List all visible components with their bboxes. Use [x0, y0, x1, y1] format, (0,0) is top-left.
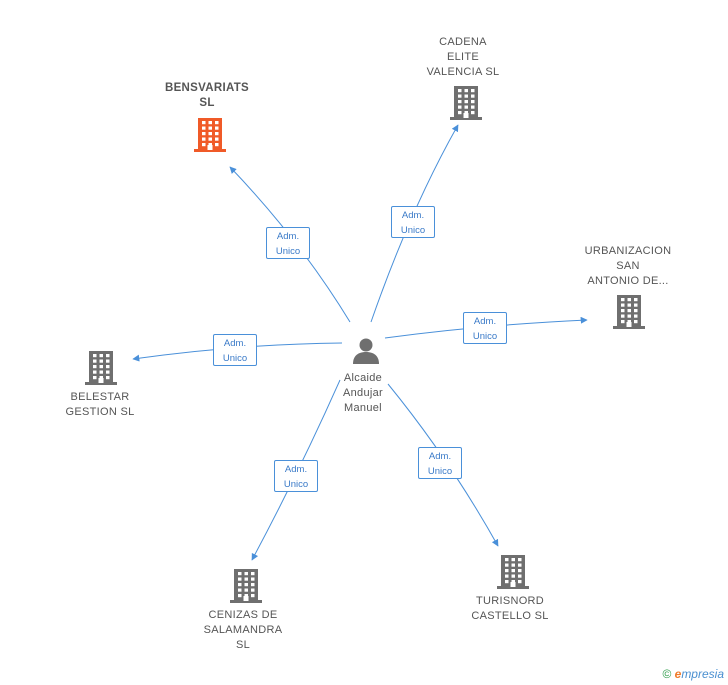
company-label-urbanizacion[interactable]: URBANIZACION SAN ANTONIO DE... [572, 244, 684, 289]
edge-role-label[interactable]: Adm. Unico [463, 312, 507, 344]
edge-role-label[interactable]: Adm. Unico [418, 447, 462, 479]
edge-role-label[interactable]: Adm. Unico [391, 206, 435, 238]
brand-watermark[interactable]: © empresia [662, 667, 724, 681]
company-name-line: BELESTAR [70, 391, 130, 403]
person-icon[interactable] [353, 338, 379, 365]
edge-role-line: Unico [222, 353, 248, 364]
center-name-line: Manuel [344, 402, 382, 414]
edge-role-line: Unico [472, 331, 498, 342]
building-icon[interactable] [194, 118, 226, 157]
company-label-belestar[interactable]: BELESTAR GESTION SL [52, 390, 148, 420]
company-label-bensvariats[interactable]: BENSVARIATS SL [150, 81, 264, 111]
edge-role-line: Adm. [401, 210, 425, 221]
company-name-line: TURISNORD [475, 595, 545, 607]
center-person-label[interactable]: Alcaide Andujar Manuel [330, 371, 396, 416]
building-icon[interactable] [230, 569, 262, 608]
company-label-turisnord[interactable]: TURISNORD CASTELLO SL [458, 594, 562, 624]
company-name-line: SL [199, 97, 215, 109]
company-name-line: URBANIZACION [584, 245, 672, 257]
center-name-line: Andujar [342, 387, 383, 399]
company-name-line: VALENCIA SL [426, 66, 500, 78]
company-label-cadena[interactable]: CADENA ELITE VALENCIA SL [412, 35, 514, 80]
edge-role-line: Adm. [284, 464, 308, 475]
company-name-line: CENIZAS DE [208, 609, 278, 621]
edge-role-line: Unico [275, 246, 301, 257]
company-label-cenizas[interactable]: CENIZAS DE SALAMANDRA SL [192, 608, 294, 653]
building-icon[interactable] [613, 295, 645, 334]
building-icon[interactable] [85, 351, 117, 390]
building-icon[interactable] [497, 555, 529, 594]
edge-role-label[interactable]: Adm. Unico [213, 334, 257, 366]
company-name-line: ELITE [446, 51, 480, 63]
edge-role-label[interactable]: Adm. Unico [266, 227, 310, 259]
edge-role-line: Adm. [223, 338, 247, 349]
company-name-line: CADENA [439, 36, 487, 48]
building-icon[interactable] [450, 86, 482, 125]
brand-logo-text: mpresia [681, 667, 724, 681]
edge-role-label[interactable]: Adm. Unico [274, 460, 318, 492]
edge-role-line: Adm. [428, 451, 452, 462]
center-name-line: Alcaide [343, 372, 383, 384]
brand-logo-letter: e [674, 667, 682, 681]
edge-role-line: Unico [283, 479, 309, 490]
edge-role-line: Adm. [276, 231, 300, 242]
edge-role-line: Adm. [473, 316, 497, 327]
company-name-line: BENSVARIATS [164, 82, 250, 94]
company-name-line: GESTION SL [65, 406, 135, 418]
company-name-line: CASTELLO SL [471, 610, 549, 622]
copyright-symbol: © [662, 667, 672, 681]
edge-role-line: Unico [400, 225, 426, 236]
company-name-line: SL [235, 639, 251, 651]
company-name-line: ANTONIO DE... [587, 275, 669, 287]
edge-role-line: Unico [427, 466, 453, 477]
company-name-line: SAN [616, 260, 640, 272]
company-name-line: SALAMANDRA [203, 624, 283, 636]
